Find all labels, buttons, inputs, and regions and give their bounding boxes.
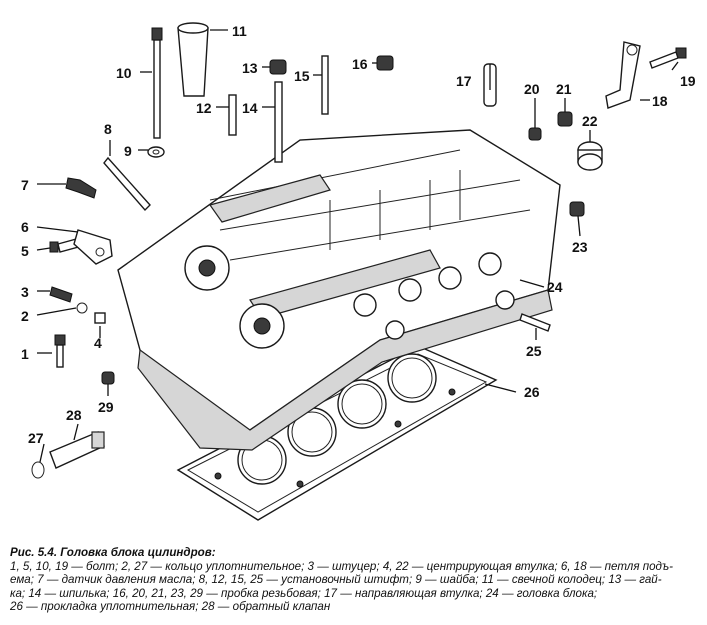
callout-24: 24 bbox=[547, 279, 563, 295]
callout-16: 16 bbox=[352, 56, 368, 72]
caption-line: ка; 14 — шпилька; 16, 20, 21, 23, 29 — п… bbox=[10, 586, 598, 600]
callout-25: 25 bbox=[526, 343, 542, 359]
cylinder-head-body bbox=[117, 129, 561, 451]
caption-line: ема; 7 — датчик давления масла; 8, 12, 1… bbox=[10, 573, 662, 587]
screw-plug-20 bbox=[528, 127, 542, 141]
dowel-pin-8 bbox=[103, 156, 151, 212]
oil-pressure-sensor-7 bbox=[65, 177, 97, 199]
dowel-pin-25 bbox=[519, 313, 551, 332]
washer-9 bbox=[147, 146, 165, 158]
callout-9: 9 bbox=[124, 143, 132, 159]
callout-4: 4 bbox=[94, 335, 102, 351]
screw-plug-23 bbox=[569, 201, 585, 217]
callout-11: 11 bbox=[232, 23, 247, 39]
o-ring-27 bbox=[31, 461, 45, 479]
callout-21: 21 bbox=[556, 81, 572, 97]
bolt-10 bbox=[151, 27, 163, 139]
check-valve-28 bbox=[49, 431, 105, 469]
callout-8: 8 bbox=[104, 121, 112, 137]
bolt-19 bbox=[649, 47, 687, 69]
leader-lines bbox=[36, 29, 679, 463]
callout-5: 5 bbox=[21, 243, 29, 259]
callout-10: 10 bbox=[116, 65, 132, 81]
dowel-pin-12 bbox=[228, 94, 237, 136]
callout-labels: 1 2 3 4 5 6 7 8 9 10 11 12 13 14 15 16 1… bbox=[21, 23, 696, 446]
callout-22: 22 bbox=[582, 113, 598, 129]
screw-plug-21 bbox=[557, 111, 573, 127]
callout-18: 18 bbox=[652, 93, 668, 109]
o-ring-2 bbox=[76, 302, 88, 314]
screw-plug-29 bbox=[101, 371, 115, 385]
dowel-pin-15 bbox=[321, 55, 329, 115]
callout-2: 2 bbox=[21, 308, 29, 324]
callout-1: 1 bbox=[21, 346, 29, 362]
screw-plug-16 bbox=[376, 55, 394, 71]
callout-7: 7 bbox=[21, 177, 29, 193]
spark-plug-well-11 bbox=[177, 22, 209, 97]
caption-line: 1, 5, 10, 19 — болт; 2, 27 — кольцо упло… bbox=[10, 559, 674, 573]
bolt-1 bbox=[54, 334, 66, 368]
callout-17: 17 bbox=[456, 73, 472, 89]
callout-15: 15 bbox=[294, 68, 310, 84]
callout-19: 19 bbox=[680, 73, 696, 89]
callout-27: 27 bbox=[28, 430, 44, 446]
callout-26: 26 bbox=[524, 384, 540, 400]
union-3 bbox=[49, 286, 73, 303]
caption-line: 26 — прокладка уплотнительная; 28 — обра… bbox=[10, 600, 331, 614]
callout-29: 29 bbox=[98, 399, 114, 415]
lifting-eye-18 bbox=[605, 41, 641, 109]
caption-title: Рис. 5.4. Головка блока цилиндров: bbox=[10, 546, 216, 559]
callout-12: 12 bbox=[196, 100, 212, 116]
callout-6: 6 bbox=[21, 219, 29, 235]
nut-13 bbox=[269, 59, 287, 75]
centering-sleeve-22 bbox=[577, 141, 603, 171]
figure-caption: Рис. 5.4. Головка блока цилиндров: 1, 5,… bbox=[10, 546, 700, 614]
lifting-eye-6 bbox=[73, 229, 113, 265]
callout-3: 3 bbox=[21, 284, 29, 300]
head-gasket bbox=[176, 345, 498, 521]
stud-14 bbox=[274, 81, 283, 163]
callout-23: 23 bbox=[572, 239, 588, 255]
callout-14: 14 bbox=[242, 100, 258, 116]
callout-20: 20 bbox=[524, 81, 540, 97]
callout-28: 28 bbox=[66, 407, 82, 423]
centering-sleeve-4 bbox=[94, 312, 106, 324]
callout-13: 13 bbox=[242, 60, 258, 76]
